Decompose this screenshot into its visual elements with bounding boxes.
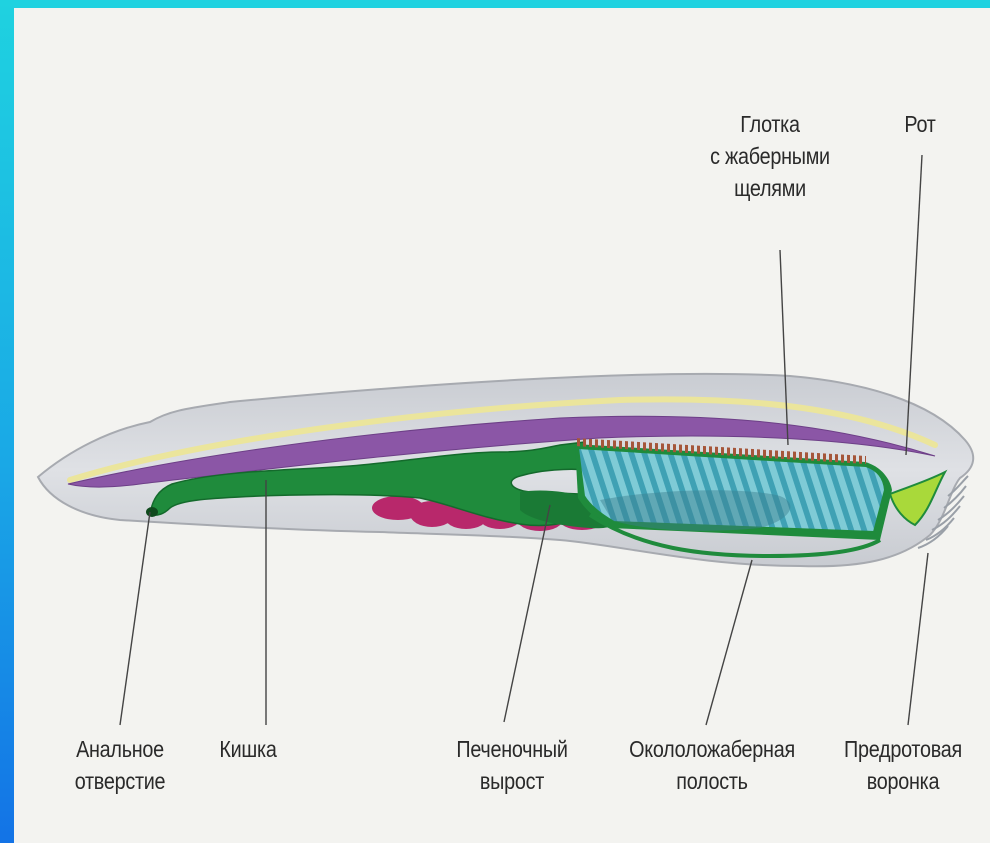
label-pharynx-line2: с жаберными	[693, 140, 848, 172]
label-mouth-line1: Рот	[890, 108, 950, 140]
label-pharynx: Глотка с жаберными щелями	[693, 108, 848, 204]
label-pharynx-line3: щелями	[693, 172, 848, 204]
label-atrial-cavity: Окололожаберная полость	[626, 733, 798, 797]
label-intestine: Кишка	[207, 733, 290, 765]
label-liver-line2: вырост	[443, 765, 581, 797]
anal-opening	[146, 507, 158, 517]
label-anal-opening: Анальное отверстие	[60, 733, 180, 797]
label-pharynx-line1: Глотка	[693, 108, 848, 140]
label-anal-line1: Анальное	[60, 733, 180, 765]
label-funnel-line2: воронка	[830, 765, 976, 797]
label-atrial-line1: Окололожаберная	[626, 733, 798, 765]
label-funnel-line1: Предротовая	[830, 733, 976, 765]
label-intestine-line1: Кишка	[207, 733, 290, 765]
label-liver-line1: Печеночный	[443, 733, 581, 765]
label-liver-outgrowth: Печеночный вырост	[443, 733, 581, 797]
label-atrial-line2: полость	[626, 765, 798, 797]
label-anal-line2: отверстие	[60, 765, 180, 797]
label-oral-funnel: Предротовая воронка	[830, 733, 976, 797]
label-mouth: Рот	[890, 108, 950, 140]
